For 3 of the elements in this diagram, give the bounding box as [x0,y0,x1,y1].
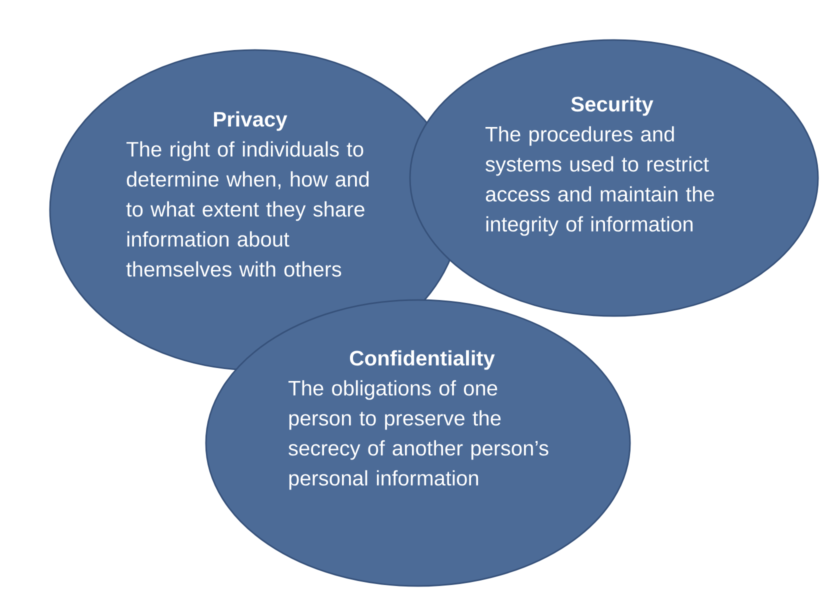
node-label: The obligations of one person to preserve the secrecy of another person’s personal information [288,380,548,490]
node-label: Security [571,96,654,116]
node-label: The procedures and systems used to restrict access and maintain the integrity of information [485,126,714,236]
